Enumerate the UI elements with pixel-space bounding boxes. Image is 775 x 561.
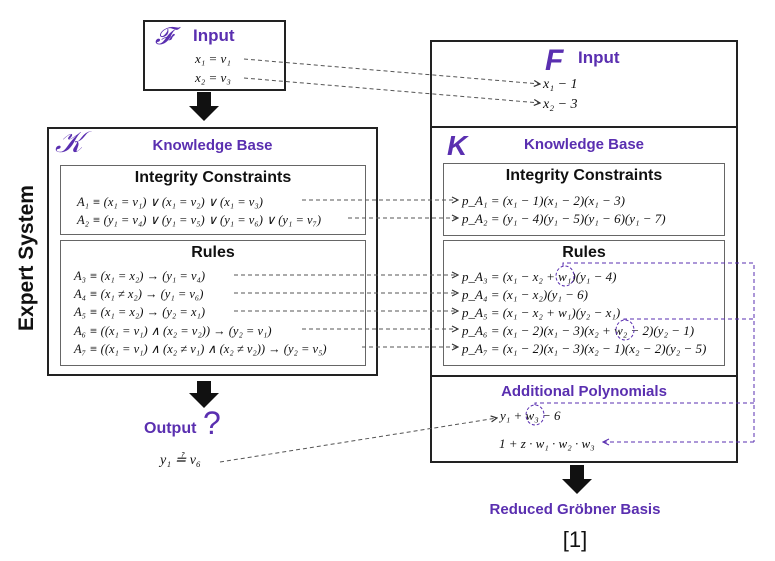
left-rule-line-4: A₄ ≡ (x₁ ≠ x₂) → (y₁ = v₆) — [74, 287, 204, 301]
additional-polynomials-title: Additional Polynomials — [501, 383, 667, 400]
right-rule-line-6: p_A₆ = (x₁ − 2)(x₁ − 3)(x₂ + w₂ − 2)(y₂ … — [462, 323, 695, 338]
left-integrity-line-2: A₂ ≡ (y₁ = v₄) ∨ (y₁ = v₅) ∨ (y₁ = v₆) ∨… — [77, 213, 322, 227]
left-rules-box: Rules A₃ ≡ (x₁ = x₂) → (y₁ = v₄) A₄ ≡ (x… — [60, 240, 366, 366]
additional-line-2: 1 + z · w₁ · w₂ · w₃ — [499, 436, 595, 451]
right-rule-line-3: p_A₃ = (x₁ − x₂ + w₁)(y₁ − 4) — [462, 269, 617, 284]
left-integrity-line-1: A₁ ≡ (x₁ = v₁) ∨ (x₁ = v₂) ∨ (x₁ = v₃) — [77, 195, 263, 209]
right-rule-line-7: p_A₇ = (x₁ − 2)(x₁ − 3)(x₂ − 1)(x₂ − 2)(… — [462, 341, 707, 356]
expert-system-label: Expert System — [15, 185, 38, 331]
right-rules-box: Rules p_A₃ = (x₁ − x₂ + w₁)(y₁ − 4) p_A₄… — [443, 240, 725, 366]
right-rule-line-4: p_A₄ = (x₁ − x₂)(y₁ − 6) — [462, 287, 588, 302]
right-input-line-1: x₁ − 1 — [543, 77, 578, 92]
left-kb-title: Knowledge Base — [152, 137, 273, 154]
left-output-query: y₁ ≟ v₆ — [160, 453, 201, 468]
right-kb-title: Knowledge Base — [523, 136, 645, 153]
left-input-line-1: x₁ = v₁ — [195, 51, 231, 66]
output-label: Output — [144, 420, 197, 437]
down-arrow-icon — [562, 465, 592, 494]
right-integrity-box: Integrity Constraints p_A₁ = (x₁ − 1)(x₁… — [443, 163, 725, 236]
left-rule-line-7: A₇ ≡ ((x₁ = v₁) ∧ (x₂ ≠ v₁) ∧ (x₂ ≠ v₂))… — [74, 342, 327, 356]
right-input-line-2: x₂ − 3 — [543, 97, 578, 112]
reduced-grobner-basis-title: Reduced Gröbner Basis — [489, 501, 661, 518]
left-input-box: 𝓕 Input x₁ = v₁ x₂ = v₃ — [143, 20, 286, 91]
right-divider-1 — [430, 126, 738, 128]
right-rule-line-5: p_A₅ = (x₁ − x₂ + w₁)(y₂ − x₁) — [462, 305, 621, 320]
left-rule-line-6: A₆ ≡ ((x₁ = v₁) ∧ (x₂ = v₂)) → (y₂ = v₁) — [74, 324, 272, 338]
right-rules-title: Rules — [562, 244, 606, 261]
grobner-result-value: [1] — [562, 527, 588, 552]
left-output-title: Output — [144, 420, 196, 438]
additional-line-1: y₁ + w₃ − 6 — [500, 408, 561, 423]
left-integrity-title: Integrity Constraints — [134, 169, 292, 186]
bold-k-symbol: K — [447, 130, 468, 161]
right-divider-2 — [430, 375, 738, 377]
left-rule-line-5: A₅ ≡ (x₁ = x₂) → (y₂ = x₁) — [74, 305, 206, 319]
right-integrity-line-2: p_A₂ = (y₁ − 4)(y₁ − 5)(y₁ − 6)(y₁ − 7) — [462, 211, 666, 226]
left-rules-title: Rules — [191, 244, 235, 261]
left-rule-line-3: A₃ ≡ (x₁ = x₂) → (y₁ = v₄) — [74, 269, 206, 283]
script-k-symbol: 𝒦 — [55, 125, 83, 160]
left-knowledge-base-box: 𝒦 Knowledge Base Integrity Constraints A… — [47, 125, 378, 376]
bold-f-symbol: F — [545, 44, 564, 77]
right-input-title: Input — [578, 48, 620, 67]
left-input-line-2: x₂ = v₃ — [195, 70, 231, 85]
left-input-title: Input — [193, 26, 235, 45]
script-f-symbol: 𝓕 — [155, 22, 173, 50]
left-integrity-box: Integrity Constraints A₁ ≡ (x₁ = v₁) ∨ (… — [60, 165, 366, 235]
right-integrity-title: Integrity Constraints — [505, 167, 663, 184]
down-arrow-icon — [189, 381, 219, 408]
down-arrow-icon — [189, 92, 219, 121]
right-integrity-line-1: p_A₁ = (x₁ − 1)(x₁ − 2)(x₁ − 3) — [462, 193, 625, 208]
question-mark-icon: ? — [203, 405, 221, 441]
